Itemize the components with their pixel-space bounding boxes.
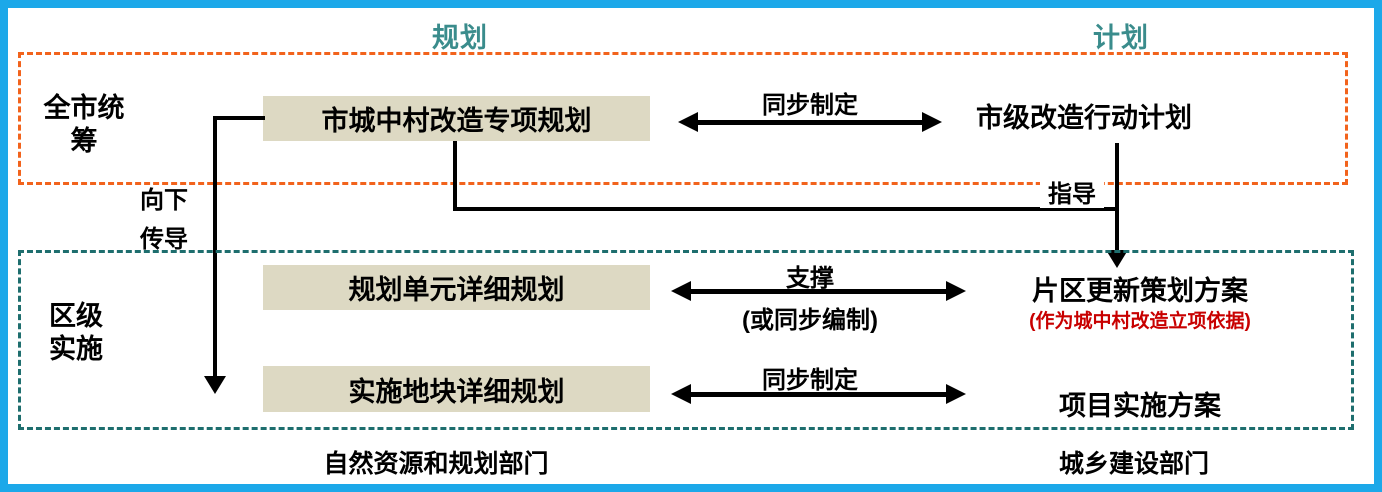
connector-downward-vertical [213,116,217,378]
arrowhead-right-icon [922,112,942,132]
arrow-shaft [687,391,950,397]
connector-downward-horizontal [213,116,265,120]
group-district-implementation-label: 区级 实施 [34,300,118,366]
edge-label-guide: 指导 [1040,182,1104,208]
node-project-implementation-scheme: 项目实施方案 [1059,391,1221,421]
arrow-shaft [687,288,950,294]
caption-urban-rural-construction-dept: 城乡建设部门 [1058,450,1209,478]
arrowhead-left-icon [671,281,691,301]
node-city-action-plan: 市级改造行动计划 [976,103,1192,133]
double-arrow-sync-bottom [671,381,966,407]
group-citywide-coordination-box [18,52,1348,185]
connector-guide-horizontal [453,207,1119,211]
node-area-renewal-scheme: 片区更新策划方案 [1032,276,1248,306]
arrowhead-left-icon [671,384,691,404]
edge-label-sync-bottom: 同步制定 [762,367,858,394]
double-arrow-support [671,278,966,304]
node-unit-detailed-plan: 规划单元详细规划 [263,265,650,310]
column-header-plan: 计划 [1093,23,1149,53]
double-arrow-sync-top [678,109,942,135]
connector-guide-drop-from-special-plan [453,141,457,211]
group-district-label-line2: 实施 [49,334,103,364]
node-plot-detailed-plan: 实施地块详细规划 [263,366,650,412]
node-city-special-plan: 市城中村改造专项规划 [263,96,650,141]
node-area-renewal-note: (作为城中村改造立项依据) [1029,311,1251,332]
group-citywide-label-line1: 全市统 [43,93,125,123]
connector-guide-vertical [1115,143,1119,253]
group-district-label-line1: 区级 [49,301,103,331]
edge-label-sync-top: 同步制定 [762,92,858,119]
edge-label-downward-2: 传导 [140,226,188,253]
arrow-shaft [694,119,926,125]
arrowhead-down-left-icon [204,376,226,394]
group-district-implementation-box [18,250,1354,430]
edge-label-support: 支撑 [786,265,834,292]
column-header-planning: 规划 [432,23,488,53]
edge-label-support-sub: (或同步编制) [742,307,878,334]
group-citywide-label-line2: 筹 [70,126,98,156]
arrowhead-right-icon [946,384,966,404]
caption-natural-resources-planning-dept: 自然资源和规划部门 [323,450,549,478]
arrowhead-right-icon [946,281,966,301]
arrowhead-left-icon [678,112,698,132]
group-citywide-coordination-label: 全市统 筹 [22,92,146,158]
edge-label-downward-1: 向下 [140,187,188,214]
arrowhead-down-guide-icon [1106,250,1128,268]
